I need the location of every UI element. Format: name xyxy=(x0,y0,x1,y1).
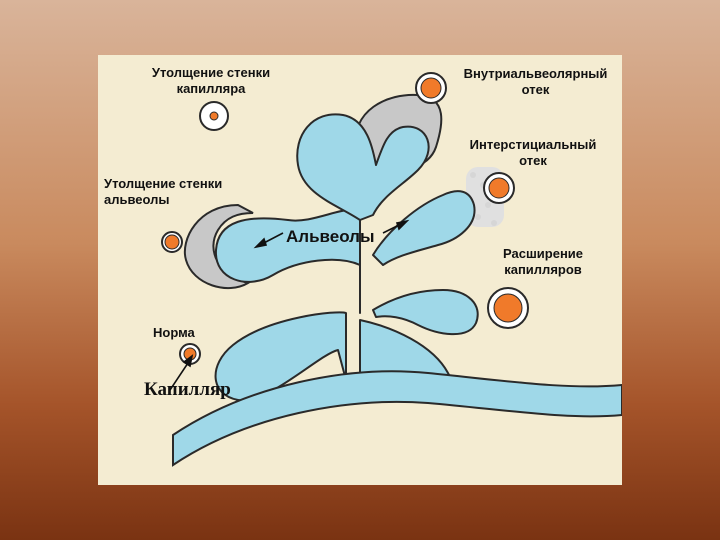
capillary-dilated xyxy=(487,287,529,329)
capillary-interstitial xyxy=(483,172,515,204)
label-alveolar-wall-thickening: Утолщение стенки альвеолы xyxy=(104,176,223,207)
lower-band xyxy=(172,370,622,467)
label-capillary: Капилляр xyxy=(144,379,231,400)
alveolar-tree xyxy=(214,113,479,402)
alveoli-diagram xyxy=(161,72,622,467)
alveoli-arrows xyxy=(253,219,410,249)
capillary-arrow xyxy=(169,354,194,391)
label-norm: Норма xyxy=(153,325,195,340)
label-intraalveolar-edema: Внутриальвеолярный отек xyxy=(463,66,608,97)
alveolar-wall-thickening-shape xyxy=(183,203,254,290)
label-capillary-dilation: Расширение капилляров xyxy=(502,246,584,277)
label-interstitial-edema: Интерстициальный отек xyxy=(469,137,597,168)
capillary-intraalveolar xyxy=(415,72,447,104)
capillary-alveolar-wall xyxy=(161,231,183,253)
label-alveoli: Альвеолы xyxy=(286,227,375,246)
capillary-wall-thickening xyxy=(199,101,229,131)
diagram-panel: Утолщение стенки капилляра Внутриальвеол… xyxy=(98,55,622,485)
label-capillary-wall-thickening: Утолщение стенки капилляра xyxy=(151,65,271,96)
